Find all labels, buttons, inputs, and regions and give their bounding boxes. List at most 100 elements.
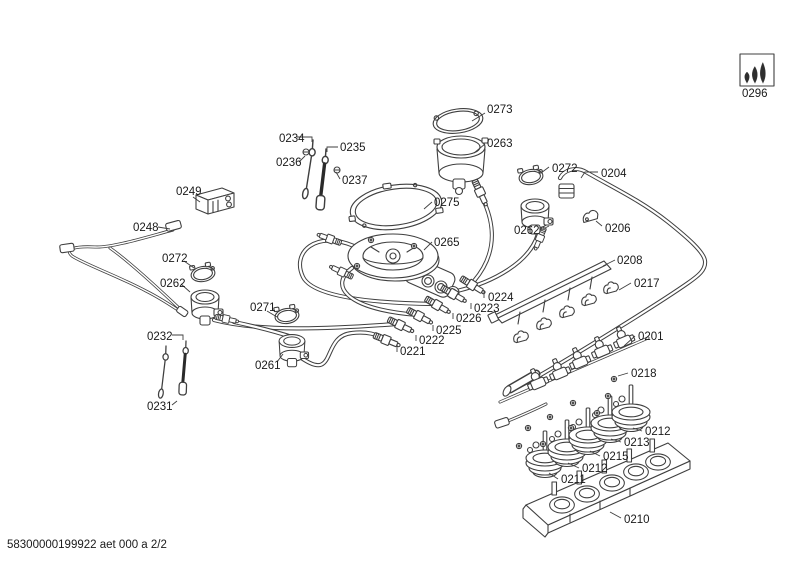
- ignition-lead: [494, 402, 548, 429]
- leader-line-0236: [298, 155, 306, 163]
- part-label-0218: 0218: [631, 368, 657, 380]
- part-label-0235: 0235: [340, 142, 366, 154]
- part-label-0215: 0215: [603, 451, 629, 463]
- screw: [410, 242, 418, 250]
- leader-line-0231: [171, 400, 178, 406]
- part-label-0272: 0272: [162, 253, 188, 265]
- screw: [524, 424, 532, 432]
- part-label-0236: 0236: [276, 157, 302, 169]
- part-label-0217: 0217: [634, 278, 660, 290]
- leader-line-0271: [266, 310, 278, 318]
- clip-0217: [534, 315, 553, 331]
- tray-cup: [599, 474, 625, 492]
- ignition-electrode-0234: [300, 138, 317, 201]
- nut-0236: [302, 148, 310, 156]
- part-label-0225: 0225: [436, 325, 462, 337]
- part-label-0275: 0275: [434, 197, 460, 209]
- screw: [353, 262, 361, 270]
- part-label-0213: 0213: [624, 437, 650, 449]
- leader-line-0206: [595, 220, 603, 227]
- leader-line-0215: [589, 450, 601, 457]
- leader-line-0210: [609, 511, 622, 519]
- leader-line-0262: [180, 283, 191, 293]
- screw: [367, 236, 375, 244]
- part-label-0221: 0221: [400, 346, 426, 358]
- part-label-0208: 0208: [617, 255, 643, 267]
- screw: [569, 399, 577, 407]
- part-label-0272: 0272: [552, 163, 578, 175]
- clip-0217: [579, 291, 598, 307]
- part-label-0271: 0271: [250, 302, 276, 314]
- leader-line-0213: [610, 438, 622, 443]
- clip-0217: [511, 328, 530, 344]
- ignition-electrode-0231: [157, 345, 170, 400]
- part-label-0237: 0237: [342, 175, 368, 187]
- leader-line-0261: [276, 353, 284, 363]
- leader-line-0237: [335, 171, 341, 180]
- leader-line-0218: [617, 372, 629, 377]
- part-label-0249: 0249: [176, 186, 202, 198]
- part-label-0263: 0263: [487, 138, 513, 150]
- leader-line-0234: [297, 136, 313, 142]
- leader-line-0204: [580, 171, 598, 179]
- part-label-0265: 0265: [434, 237, 460, 249]
- burner-assembly-0212b: [611, 384, 651, 433]
- burner-pot-0263: [433, 135, 489, 196]
- document-number: 58300000199922 aet 000 a 2/2: [7, 539, 167, 551]
- part-label-0204: 0204: [601, 168, 627, 180]
- screw: [593, 409, 601, 417]
- support-tray-0210: [522, 438, 691, 538]
- leader-line-0263: [473, 143, 486, 154]
- part-label-0206: 0206: [605, 223, 631, 235]
- screw: [539, 440, 547, 448]
- spark-generator-0249: [195, 187, 235, 215]
- part-label-0273: 0273: [487, 104, 513, 116]
- part-labels: 0296 0273 0263 0234 0235 0236 0237 0249 0248 0272…: [133, 88, 768, 526]
- leader-line-0248: [157, 226, 171, 230]
- nut-0237: [333, 166, 341, 174]
- part-label-0201: 0201: [638, 331, 664, 343]
- leader-line-0262: [540, 225, 550, 231]
- part-label-0261: 0261: [255, 360, 281, 372]
- thermocouple-0235: [314, 146, 331, 212]
- tray-cup: [623, 463, 649, 481]
- leader-line-0272: [183, 260, 195, 269]
- tray-cup: [645, 453, 671, 471]
- part-label-0232: 0232: [147, 331, 173, 343]
- leader-line-0217: [618, 282, 632, 291]
- part-label-0248: 0248: [133, 222, 159, 234]
- parts-art: [59, 53, 775, 538]
- leader-line-0275: [423, 201, 433, 210]
- clamp-ring-0272-left: [188, 260, 217, 285]
- pipe-open-end: [502, 385, 512, 397]
- screw-0218: [610, 375, 618, 383]
- part-label-0234: 0234: [279, 133, 305, 145]
- flame-icon: [739, 53, 775, 87]
- gasket-ring-0273: [432, 108, 484, 134]
- pipe-fitting: [469, 177, 492, 209]
- leader-line-0249: [192, 196, 201, 203]
- leader-line-0273: [471, 112, 486, 122]
- thermocouple-0232: [177, 339, 191, 397]
- screw: [515, 442, 523, 450]
- tray-cup: [549, 496, 575, 514]
- part-label-0212: 0212: [582, 463, 608, 475]
- screw: [546, 413, 554, 421]
- gasket-ring-0275: [348, 182, 444, 231]
- clip-0217: [601, 279, 620, 295]
- part-label-0296: 0296: [742, 88, 768, 100]
- part-label-0231: 0231: [147, 401, 173, 413]
- nozzle-rail-0208: [487, 260, 612, 325]
- inlet-elbow-0204: [558, 183, 575, 199]
- pipe-fitting: [315, 230, 343, 248]
- clamp-ring-0272-right: [516, 163, 545, 188]
- leader-line-0265: [423, 241, 433, 251]
- union-fitting-0225: [404, 305, 435, 328]
- screw: [567, 424, 575, 432]
- part-label-0224: 0224: [488, 292, 514, 304]
- part-label-0262: 0262: [514, 225, 540, 237]
- pipe-clamp-0206: [582, 209, 599, 224]
- screw: [604, 392, 612, 400]
